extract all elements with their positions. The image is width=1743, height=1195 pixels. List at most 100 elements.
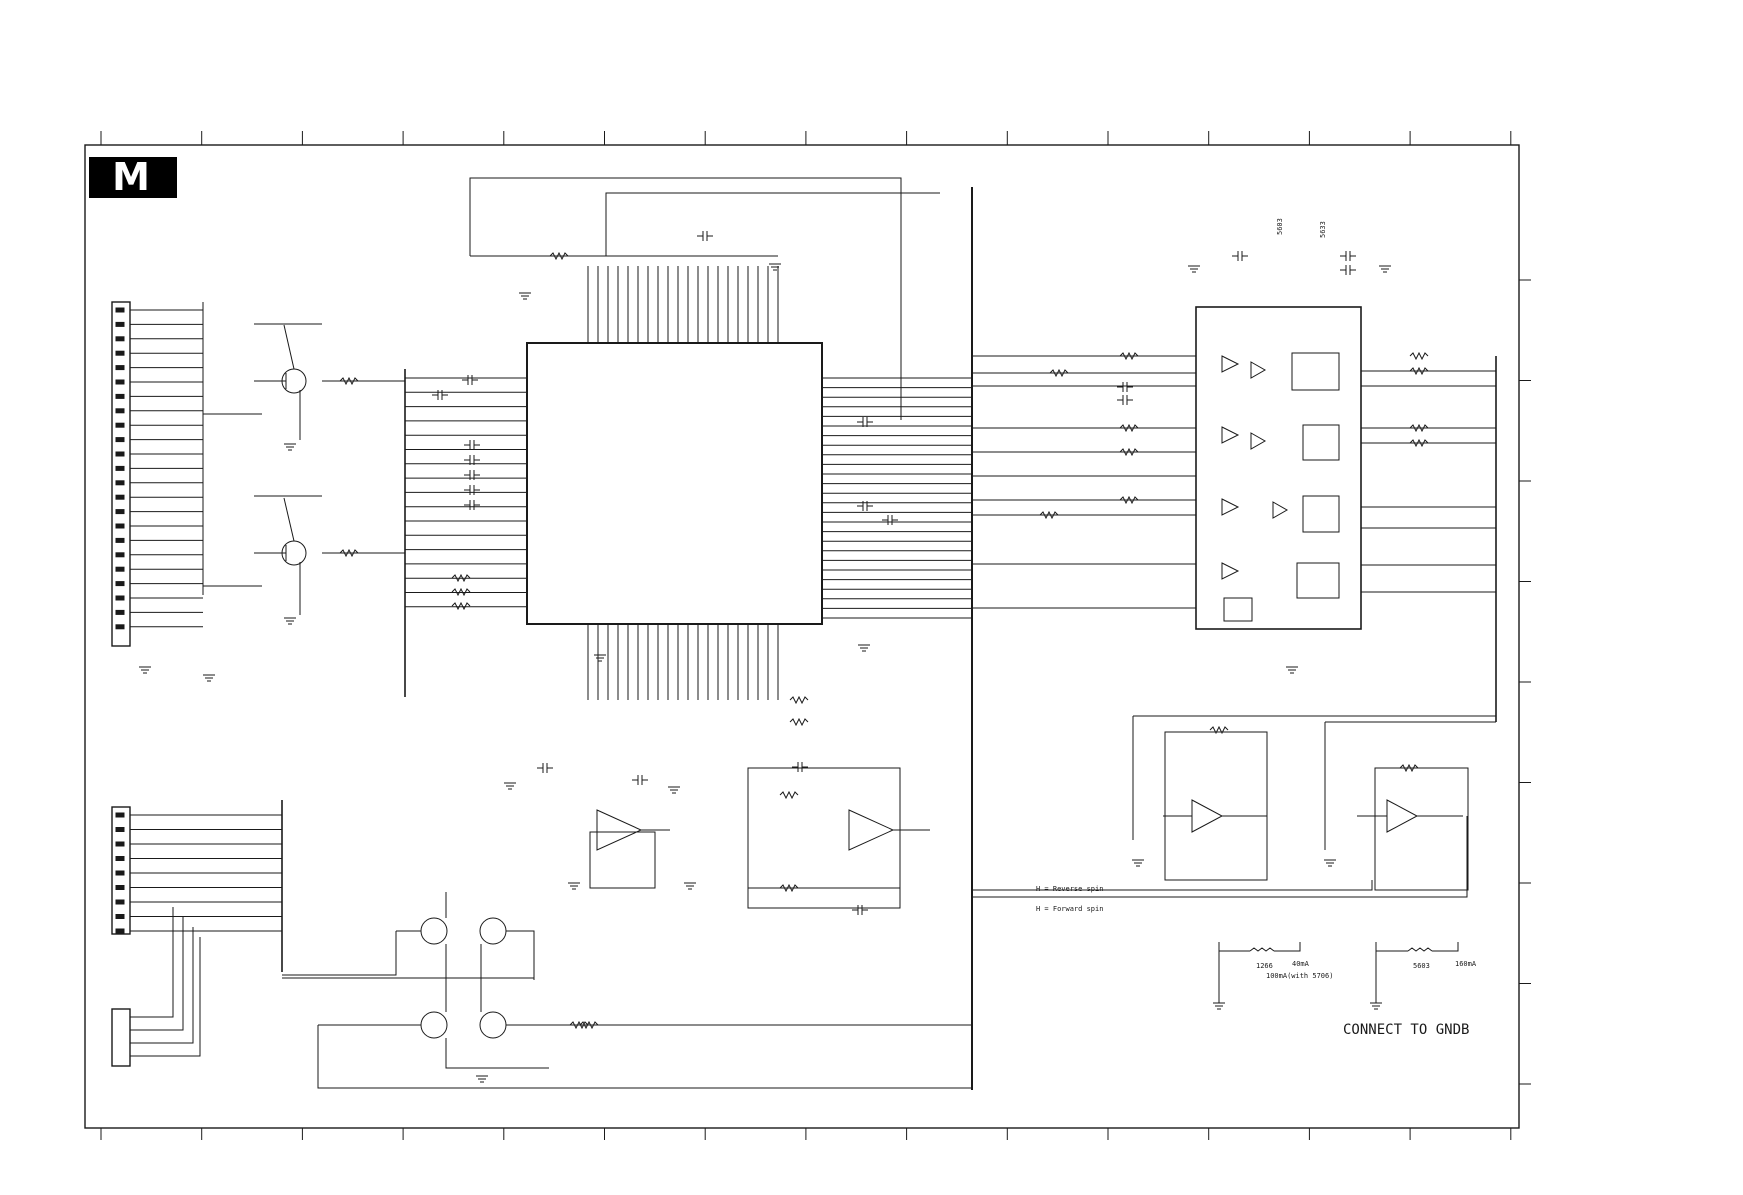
capacitor xyxy=(857,501,873,511)
resistor-label-1266: 1266 xyxy=(1256,962,1273,970)
resistor xyxy=(1409,351,1429,361)
connector-3 xyxy=(111,907,201,1067)
h-bridge xyxy=(282,892,972,1089)
sheet-frame xyxy=(84,144,1520,1129)
connector-1 xyxy=(111,301,204,647)
transistor-q2 xyxy=(254,497,307,615)
ground-symbol xyxy=(1132,859,1144,867)
connector-pin xyxy=(115,465,125,471)
connector-pin xyxy=(115,812,125,818)
connector-pin xyxy=(115,336,125,342)
connector-pin xyxy=(115,595,125,601)
ground-symbol xyxy=(668,786,680,794)
forward-spin-note: H = Forward spin xyxy=(1036,905,1103,913)
capacitor xyxy=(1340,265,1356,275)
connector-pin xyxy=(115,509,125,515)
ground-symbol xyxy=(1188,265,1200,273)
driver-ic-internals xyxy=(1221,352,1340,622)
resistor xyxy=(1119,423,1139,433)
ground-symbol xyxy=(858,644,870,652)
capacitor xyxy=(882,515,898,525)
resistor xyxy=(1119,495,1139,505)
ground-symbol xyxy=(203,674,215,682)
connector-pin xyxy=(115,451,125,457)
resistor xyxy=(1409,423,1429,433)
power-filters xyxy=(1218,942,1459,1003)
capacitor xyxy=(857,417,873,427)
resistor xyxy=(779,883,799,893)
capacitor xyxy=(432,390,448,400)
connector-pin xyxy=(115,321,125,327)
connector-pin xyxy=(115,914,125,919)
ground-symbol xyxy=(284,617,296,625)
capacitor xyxy=(464,500,480,510)
ground-symbol xyxy=(1379,265,1391,273)
capacitor xyxy=(1117,382,1133,392)
resistor xyxy=(789,717,809,727)
ground-symbol xyxy=(684,882,696,890)
connector-pin xyxy=(115,827,125,832)
connector-pin xyxy=(115,365,125,371)
resistor xyxy=(1119,351,1139,361)
resistor xyxy=(1399,763,1419,773)
capacitor xyxy=(852,905,868,915)
capacitor xyxy=(1340,251,1356,261)
connector-pin xyxy=(115,422,125,428)
connector-pin xyxy=(115,350,125,356)
driver-ic xyxy=(1195,306,1362,630)
connector-2 xyxy=(111,800,283,972)
connector-pin xyxy=(115,408,125,414)
ground-symbol xyxy=(1370,1002,1382,1010)
connector-pin xyxy=(115,841,125,847)
resistor xyxy=(579,1020,599,1030)
resistor xyxy=(451,573,471,583)
reverse-spin-note: H = Reverse spin xyxy=(1036,885,1103,893)
ground-symbol xyxy=(1213,1002,1225,1010)
capacitor xyxy=(792,762,808,772)
current-label-160ma: 160mA xyxy=(1455,960,1477,968)
ground-symbol xyxy=(568,882,580,890)
current-label-40ma: 40mA xyxy=(1292,960,1310,968)
opamp-1 xyxy=(589,767,930,909)
main-ic xyxy=(526,342,823,625)
capacitor xyxy=(464,485,480,495)
capacitor xyxy=(462,375,478,385)
resistor xyxy=(1209,725,1229,735)
capacitor xyxy=(1117,395,1133,405)
ground-symbol xyxy=(284,443,296,451)
connector-pin xyxy=(115,928,125,934)
connector-pin xyxy=(115,480,125,486)
connector-pin xyxy=(115,537,125,543)
ground-symbol xyxy=(594,654,606,662)
capacitor xyxy=(537,763,553,773)
ground-symbol xyxy=(769,263,781,271)
resistors xyxy=(451,251,1429,1030)
resistor xyxy=(1049,368,1069,378)
connector-pin xyxy=(115,552,125,558)
top-label-5633: 5633 xyxy=(1319,221,1327,238)
connector-pin xyxy=(115,624,125,630)
resistor-label-5603: 5603 xyxy=(1413,962,1430,970)
capacitor xyxy=(632,775,648,785)
resistor xyxy=(1039,510,1059,520)
current-label-100ma: 100mA(with 5706) xyxy=(1266,972,1333,980)
connector-pin xyxy=(115,899,125,905)
connector-pin xyxy=(115,437,125,443)
connector-pin xyxy=(115,885,125,890)
opamp-2 xyxy=(972,715,1496,898)
ground-symbol xyxy=(519,292,531,300)
resistor xyxy=(779,790,799,800)
resistor xyxy=(789,695,809,705)
capacitor xyxy=(464,455,480,465)
capacitor xyxy=(1232,251,1248,261)
connector-pin xyxy=(115,393,125,399)
resistor xyxy=(451,587,471,597)
capacitor xyxy=(464,470,480,480)
ground-symbol xyxy=(476,1075,488,1083)
resistor xyxy=(1409,366,1429,376)
sheet-badge: M 7 xyxy=(89,157,177,239)
ground-symbol xyxy=(1324,859,1336,867)
ground-symbol xyxy=(1286,666,1298,674)
